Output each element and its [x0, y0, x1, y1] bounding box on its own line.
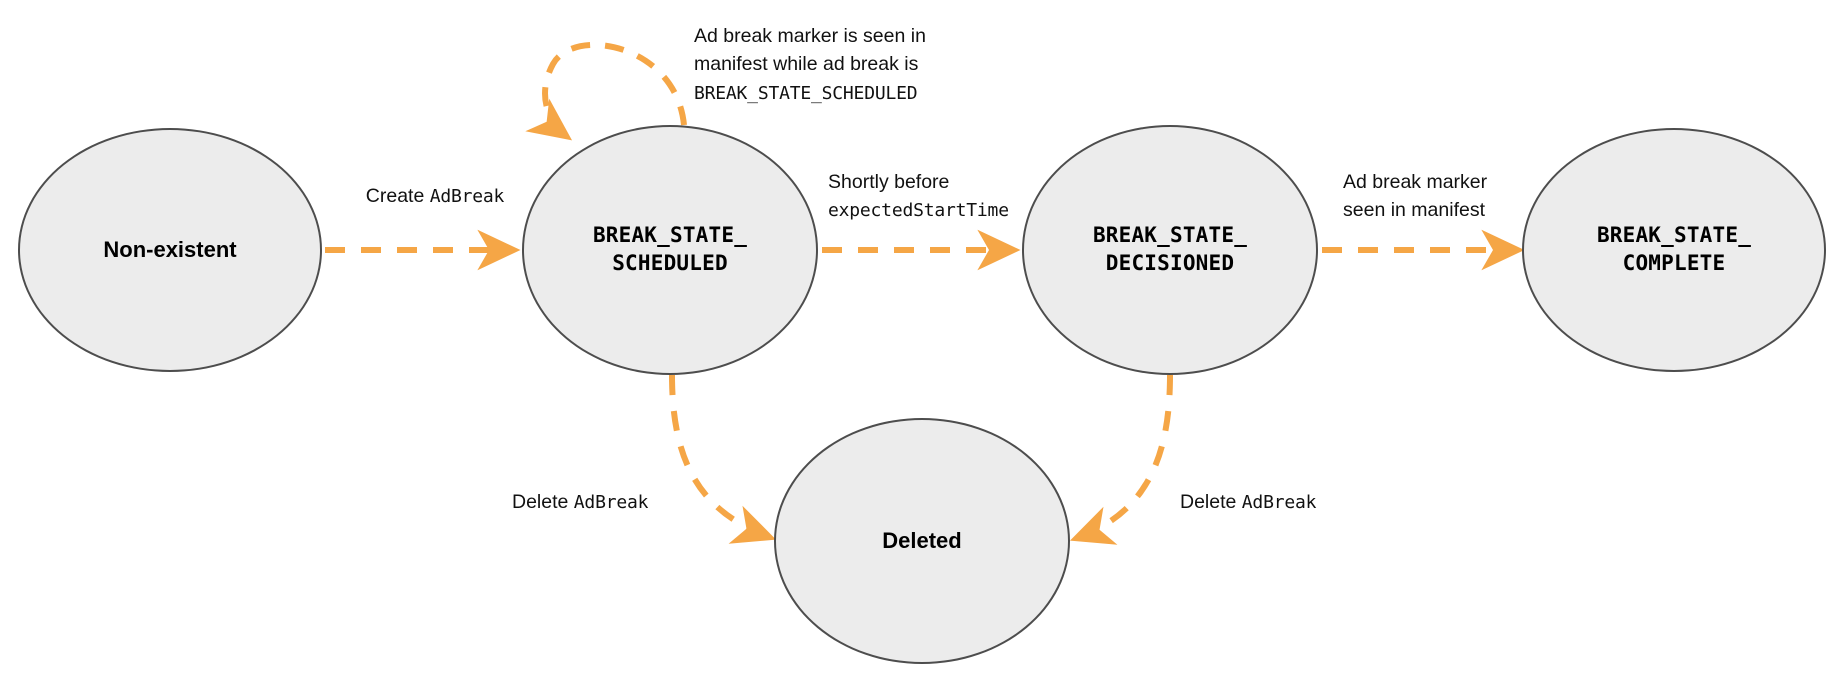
state-node-break-state-scheduled[interactable]: BREAK_STATE_ SCHEDULED — [522, 125, 818, 375]
edge-delete-adbreak-from-decisioned — [1069, 374, 1173, 545]
state-node-break-state-complete[interactable]: BREAK_STATE_ COMPLETE — [1522, 128, 1826, 372]
state-node-label: BREAK_STATE_ DECISIONED — [1092, 223, 1248, 275]
edge-label-delete-adbreak-from-scheduled: Delete AdBreak — [512, 491, 649, 513]
state-node-label: BREAK_STATE_ COMPLETE — [1596, 223, 1752, 275]
edge-label-delete-adbreak-from-decisioned: Delete AdBreak — [1180, 491, 1317, 513]
edge-label-create-adbreak: Create AdBreak — [365, 185, 505, 207]
state-node-non-existent[interactable]: Non-existent — [18, 128, 322, 372]
state-node-label: BREAK_STATE_ SCHEDULED — [592, 223, 748, 275]
state-node-label: Non-existent — [103, 237, 237, 263]
state-node-label: Deleted — [882, 528, 962, 554]
state-node-break-state-decisioned[interactable]: BREAK_STATE_ DECISIONED — [1022, 125, 1318, 375]
state-node-deleted[interactable]: Deleted — [774, 418, 1070, 664]
edge-scheduled-self-loop — [525, 41, 687, 141]
